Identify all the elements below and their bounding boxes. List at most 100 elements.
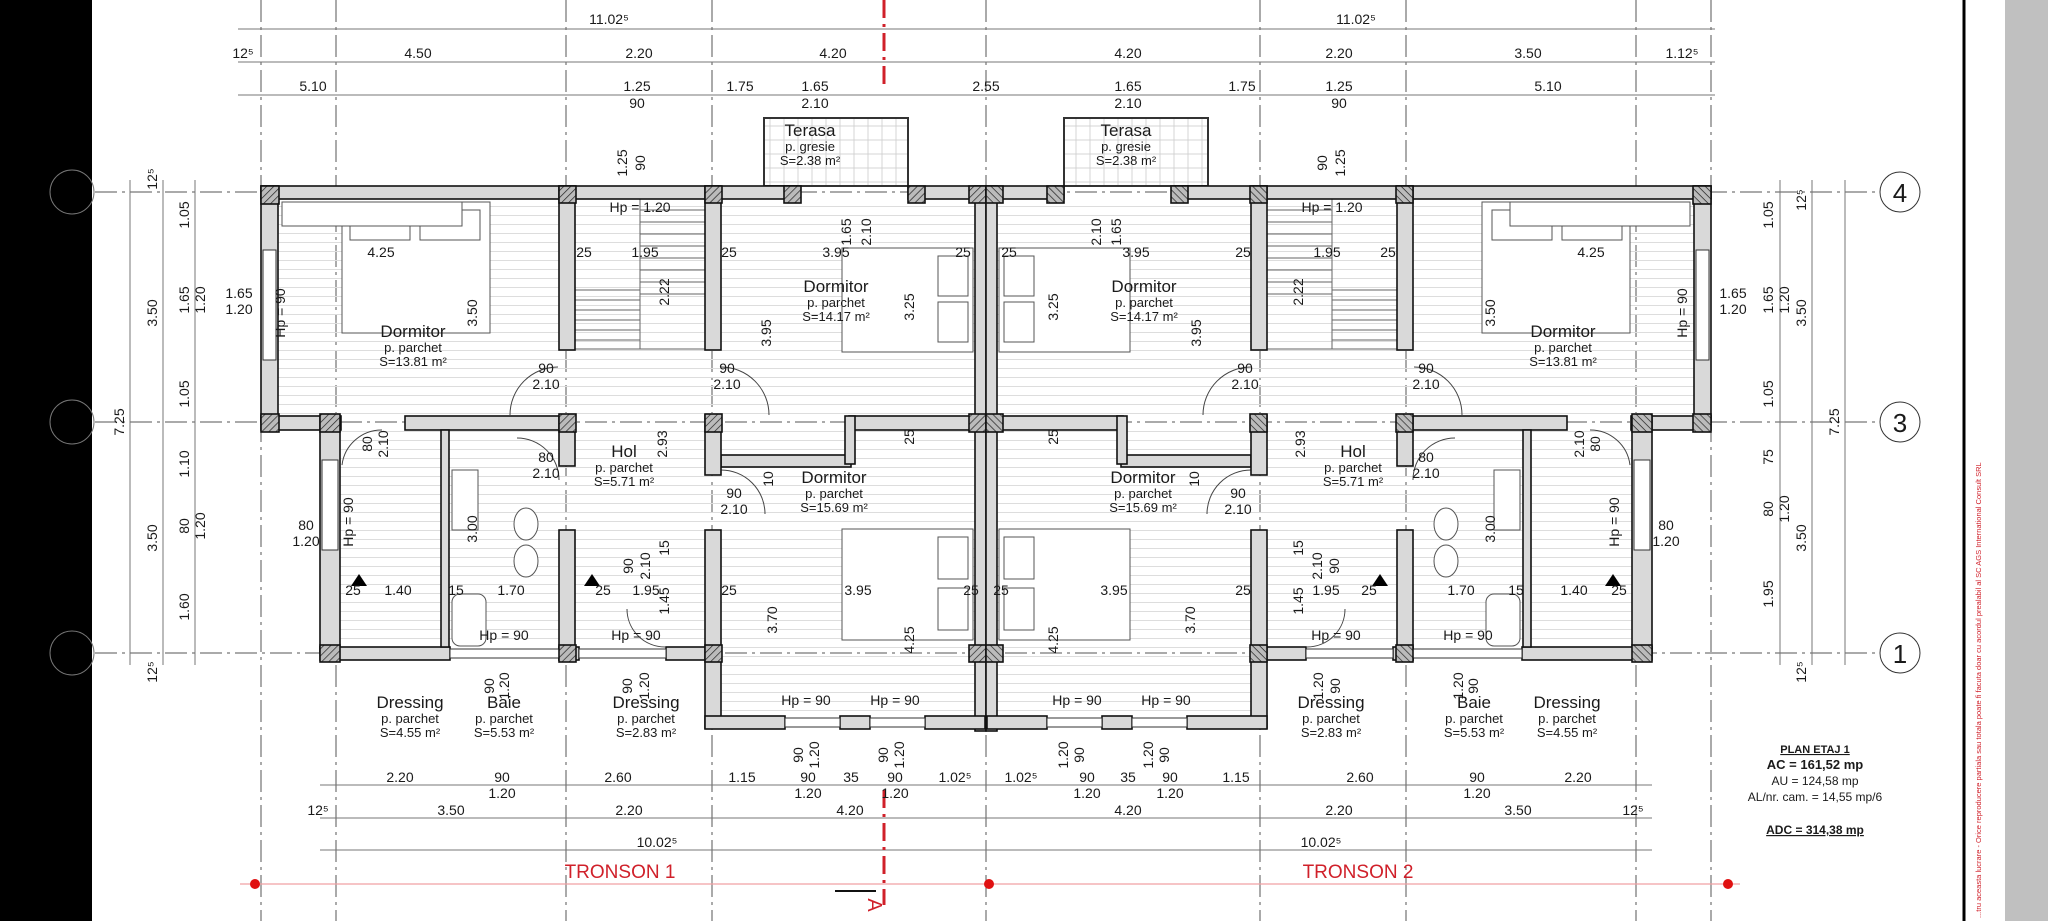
dimension-label: 1.65 xyxy=(225,285,252,301)
dimension-label: 1.05 xyxy=(176,201,192,228)
dimension-label: 1.20 xyxy=(192,512,208,539)
dimension-label: 10 xyxy=(760,471,776,487)
dimension-label: 2.10 xyxy=(532,376,559,392)
dimension-label: 1.05 xyxy=(176,380,192,407)
dimension-label: 2.10 xyxy=(1088,218,1104,245)
dimension-label: 80 xyxy=(359,436,375,452)
room-name: Baie xyxy=(1457,693,1491,712)
dimension-label: 90 xyxy=(1237,360,1253,376)
dimension-label: 4.20 xyxy=(819,45,846,61)
dimension-label: 25 xyxy=(1045,429,1061,445)
dimension-label: Hp = 90 xyxy=(781,692,831,708)
room-area: S=13.81 m² xyxy=(1529,354,1597,369)
dimension-label: Hp = 90 xyxy=(1674,288,1690,338)
dimension-label: Hp = 90 xyxy=(479,627,529,643)
dimension-label: 25 xyxy=(1235,582,1251,598)
dimension-label: 2.10 xyxy=(713,376,740,392)
dimension-label: 1.20 xyxy=(1776,286,1792,313)
dimension-label: 3.00 xyxy=(464,515,480,542)
dimension-label: 1.20 xyxy=(1652,533,1679,549)
dimension-label: 25 xyxy=(1361,582,1377,598)
dimension-label: 3.50 xyxy=(144,524,160,551)
room-name: Dormitor xyxy=(380,322,446,341)
room-name: Baie xyxy=(487,693,521,712)
dimension-label: 2.10 xyxy=(637,552,653,579)
room-area: S=5.71 m² xyxy=(594,474,655,489)
room-area: S=2.83 m² xyxy=(1301,725,1362,740)
dimension-label: 3.70 xyxy=(764,606,780,633)
dimension-label: 90 xyxy=(1326,558,1342,574)
dimension-label: 1.20 xyxy=(1055,741,1071,768)
dimension-label: 4.20 xyxy=(1114,802,1141,818)
dimension-label: 1.20 xyxy=(891,741,907,768)
dimension-label: 2.10 xyxy=(375,430,391,457)
dimension-label: 90 xyxy=(1314,155,1330,171)
dimension-label: 1.65 xyxy=(1719,285,1746,301)
dimension-label: 1.20 xyxy=(225,301,252,317)
dimension-label: 3.50 xyxy=(1504,802,1531,818)
dimension-label: 3.95 xyxy=(1122,244,1149,260)
dimension-label: 90 xyxy=(1071,747,1087,763)
dimension-label: 1.05 xyxy=(1760,201,1776,228)
dimension-label: 12⁵ xyxy=(307,802,328,818)
dimension-label: 4.25 xyxy=(1577,244,1604,260)
dimension-label: 1.02⁵ xyxy=(938,769,971,785)
section-line-a: A TRONSON 1 TRONSON 2 xyxy=(240,0,1740,912)
dimension-label: 1.95 xyxy=(1760,580,1776,607)
dimension-label: 90 xyxy=(719,360,735,376)
dimension-label: 25 xyxy=(955,244,971,260)
room-floor-finish: p. parchet xyxy=(1445,711,1503,726)
room-area: S=15.69 m² xyxy=(1109,500,1177,515)
dimension-label: 1.20 xyxy=(1310,672,1326,699)
room-name: Dressing xyxy=(612,693,679,712)
dimension-label: 3.95 xyxy=(1188,319,1204,346)
dimension-label: 25 xyxy=(595,582,611,598)
dimension-label: 90 xyxy=(494,769,510,785)
dimension-label: Hp = 90 xyxy=(870,692,920,708)
copyright-note: ...tru aceasta lucrare - Orice reproduce… xyxy=(1974,462,1983,918)
room-area: S=2.83 m² xyxy=(616,725,677,740)
dimension-label: 1.65 xyxy=(1760,286,1776,313)
dimension-label: Hp = 90 xyxy=(1606,497,1622,547)
dimension-label: 2.22 xyxy=(1290,278,1306,305)
dimension-label: 3.95 xyxy=(1100,582,1127,598)
dimension-label: 25 xyxy=(1611,582,1627,598)
dimension-label: 1.95 xyxy=(632,582,659,598)
room-name: Hol xyxy=(1340,442,1366,461)
dimension-label: 15 xyxy=(1290,540,1306,556)
dimension-label: 1.65 xyxy=(838,218,854,245)
grid-label-1: 1 xyxy=(1893,639,1907,669)
dimension-label: 25 xyxy=(901,429,917,445)
dimension-label: 1.25 xyxy=(1325,78,1352,94)
dimension-label: 1.65 xyxy=(1108,218,1124,245)
dimension-label: 1.95 xyxy=(631,244,658,260)
dimension-label: 3.50 xyxy=(144,299,160,326)
dimension-label: 1.45 xyxy=(656,587,672,614)
dimension-label: 4.20 xyxy=(1114,45,1141,61)
dimension-label: Hp = 90 xyxy=(272,288,288,338)
dimension-label: 1.20 xyxy=(1450,672,1466,699)
room-floor-finish: p. parchet xyxy=(1534,340,1592,355)
dimension-label: 1.75 xyxy=(1228,78,1255,94)
dimension-label: 2.20 xyxy=(625,45,652,61)
dimension-label: 2.10 xyxy=(720,501,747,517)
room-area: S=14.17 m² xyxy=(802,309,870,324)
dimension-label: 2.10 xyxy=(1412,465,1439,481)
dimension-label: 1.70 xyxy=(1447,582,1474,598)
dimension-label: 3.25 xyxy=(901,293,917,320)
dimension-label: 25 xyxy=(721,582,737,598)
dimension-label: 1.95 xyxy=(1313,244,1340,260)
dimension-label: Hp = 90 xyxy=(340,497,356,547)
room-area: S=5.53 m² xyxy=(474,725,535,740)
dimension-label: 1.45 xyxy=(1290,587,1306,614)
dimension-label: 3.50 xyxy=(1793,299,1809,326)
dimension-label: 25 xyxy=(1235,244,1251,260)
dimension-label: 5.10 xyxy=(1534,78,1561,94)
dimension-label: 1.25 xyxy=(614,149,630,176)
left-black-frame xyxy=(0,0,92,921)
room-floor-finish: p. gresie xyxy=(1101,139,1151,154)
dimension-label: 25 xyxy=(576,244,592,260)
dimension-label: 3.25 xyxy=(1045,293,1061,320)
